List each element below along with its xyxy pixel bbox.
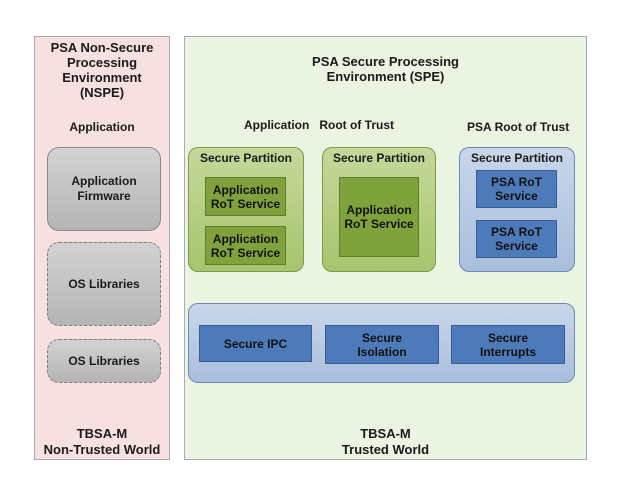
secure-partition-title: Secure Partition: [332, 151, 426, 165]
nspe-footer: TBSA-M Non-Trusted World: [43, 426, 161, 457]
psa-root-of-trust-label: PSA Root of Trust: [467, 120, 570, 134]
psa-rot-service: PSA RoT Service: [476, 220, 557, 258]
nspe-title: PSA Non-Secure Processing Environment (N…: [50, 40, 154, 100]
secure-partition-title: Secure Partition: [470, 151, 564, 165]
application-firmware-box: Application Firmware: [47, 147, 161, 231]
nspe-application-label: Application: [69, 120, 135, 134]
secure-partition-title: Secure Partition: [199, 151, 293, 165]
secure-ipc-box: Secure IPC: [199, 325, 312, 362]
application-rot-service: Application RoT Service: [205, 226, 286, 265]
application-rot-service: Application RoT Service: [205, 177, 286, 216]
application-rot-service: Application RoT Service: [339, 177, 419, 257]
psa-rot-service: PSA RoT Service: [476, 170, 557, 208]
os-libraries-box: OS Libraries: [47, 242, 161, 326]
os-libraries-box: OS Libraries: [47, 339, 161, 383]
spe-title: PSA Secure Processing Environment (SPE): [312, 54, 459, 84]
secure-interrupts-box: Secure Interrupts: [451, 325, 565, 364]
secure-isolation-box: Secure Isolation: [325, 325, 439, 364]
application-root-of-trust-label: Application Root of Trust: [244, 118, 394, 132]
spe-footer: TBSA-M Trusted World: [341, 426, 430, 457]
